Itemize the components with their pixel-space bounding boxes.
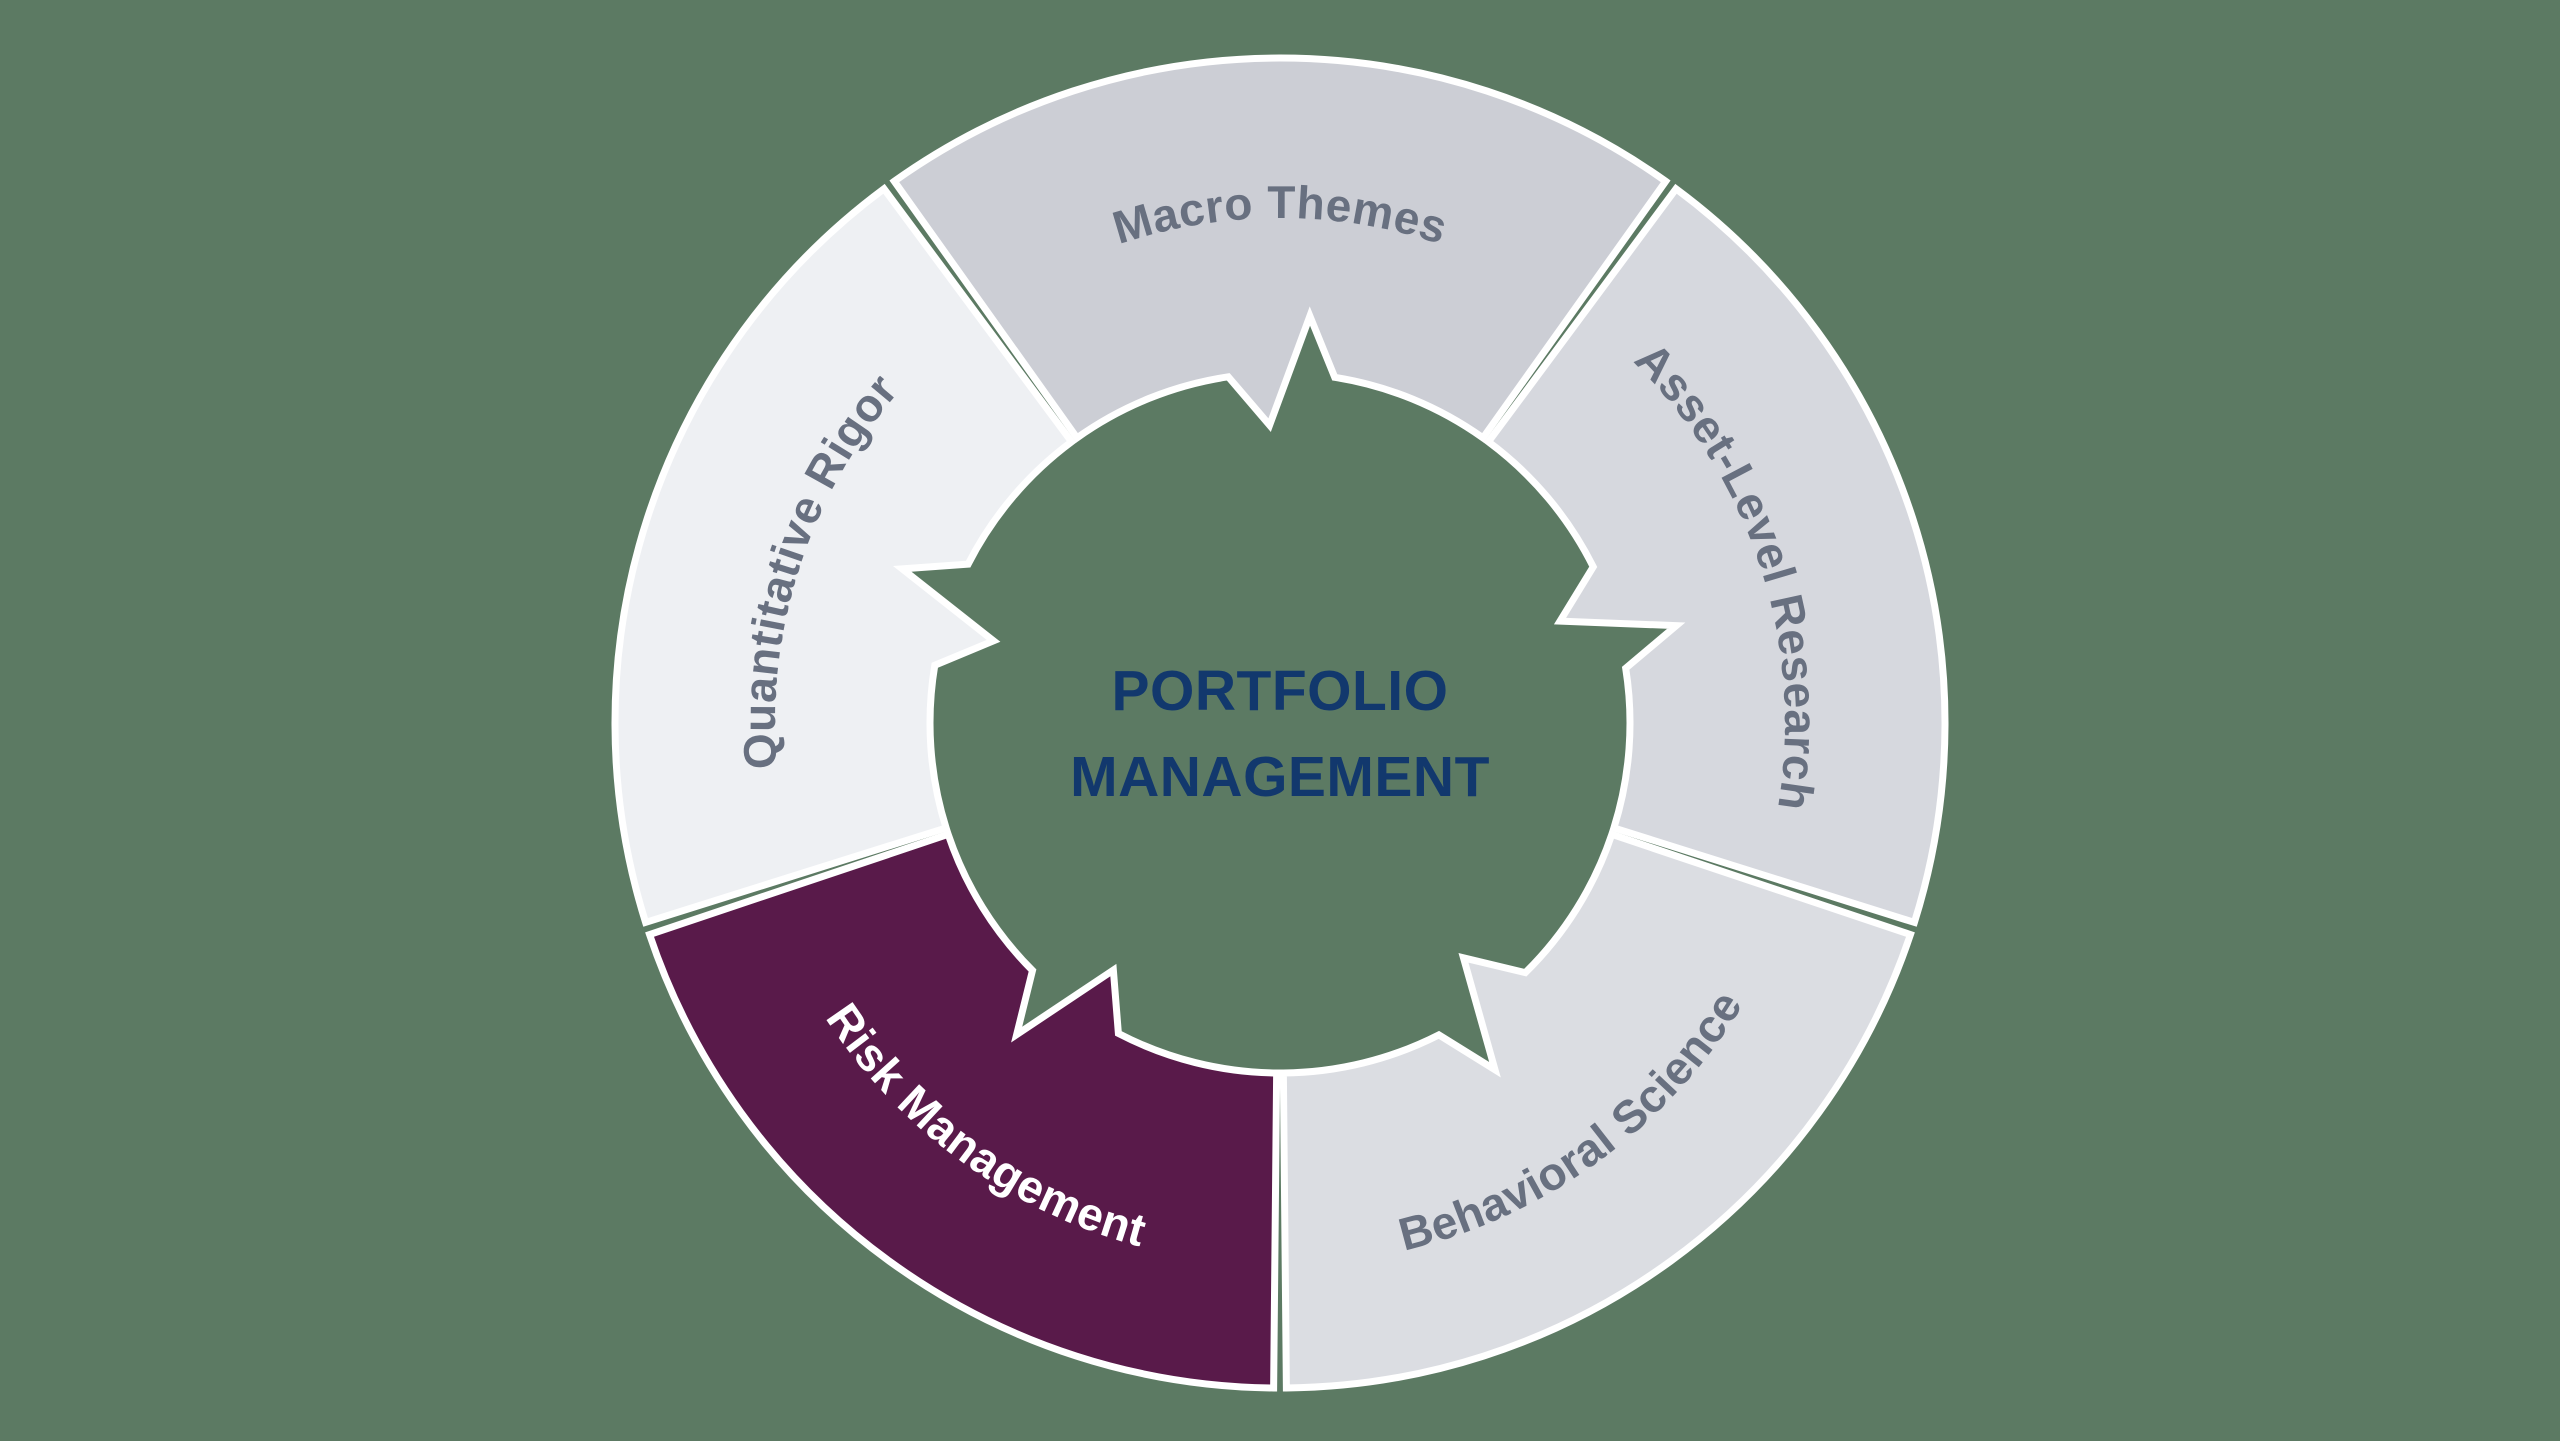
center-label-line1: PORTFOLIO — [1112, 659, 1449, 723]
segment-quantitative-rigor-shape — [611, 183, 1077, 927]
segment-macro-themes-shape — [889, 54, 1671, 443]
segment-quantitative-rigor: Quantitative Rigor — [611, 183, 1077, 927]
segment-risk-management: Risk Management — [645, 829, 1281, 1392]
segment-risk-management-shape — [645, 829, 1281, 1392]
segment-behavioral-science: Behavioral Science — [1279, 829, 1915, 1392]
wheel-center-label: PORTFOLIO MANAGEMENT — [1070, 659, 1490, 809]
segment-asset-level-research: Asset-Level Research — [1483, 183, 1949, 927]
segment-macro-themes: Macro Themes — [889, 54, 1671, 443]
segment-asset-level-research-shape — [1483, 183, 1949, 927]
center-label-line2: MANAGEMENT — [1070, 745, 1490, 809]
segment-behavioral-science-shape — [1279, 829, 1915, 1392]
